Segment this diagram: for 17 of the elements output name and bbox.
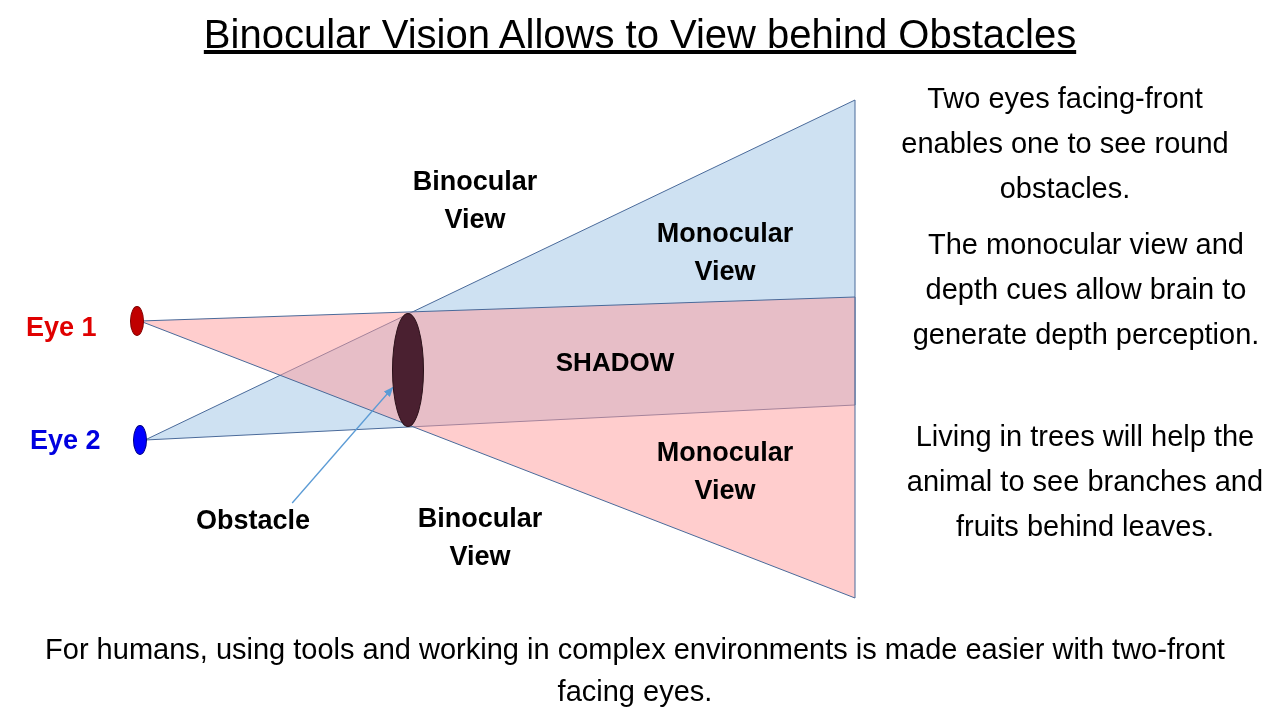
view-label: Binocular View xyxy=(416,502,544,573)
view-label: Monocular View xyxy=(655,217,795,288)
note-text: Living in trees will help the animal to see branches and fruits behind leaves. xyxy=(905,419,1265,544)
leader-line xyxy=(291,386,394,504)
eye-label: Eye 1 xyxy=(26,312,98,343)
title: Binocular Vision Allows to View behind Obstacles xyxy=(202,12,1078,57)
eye-dot xyxy=(130,306,144,336)
region-label: SHADOW xyxy=(554,347,676,378)
note-text: Two eyes facing-front enables one to see round obstacles. xyxy=(900,81,1230,206)
obstacle-ellipse xyxy=(392,313,424,427)
obstacle-label: Obstacle xyxy=(183,505,323,539)
eye-label: Eye 2 xyxy=(30,425,102,456)
note-text: For humans, using tools and working in complex environments is made easier with two-front facing eyes. xyxy=(44,632,1226,709)
view-label: Binocular View xyxy=(411,165,539,236)
view-label: Monocular View xyxy=(655,436,795,507)
eye-dot xyxy=(133,425,147,455)
note-text: The monocular view and depth cues allow brain to generate depth perception. xyxy=(911,227,1261,352)
